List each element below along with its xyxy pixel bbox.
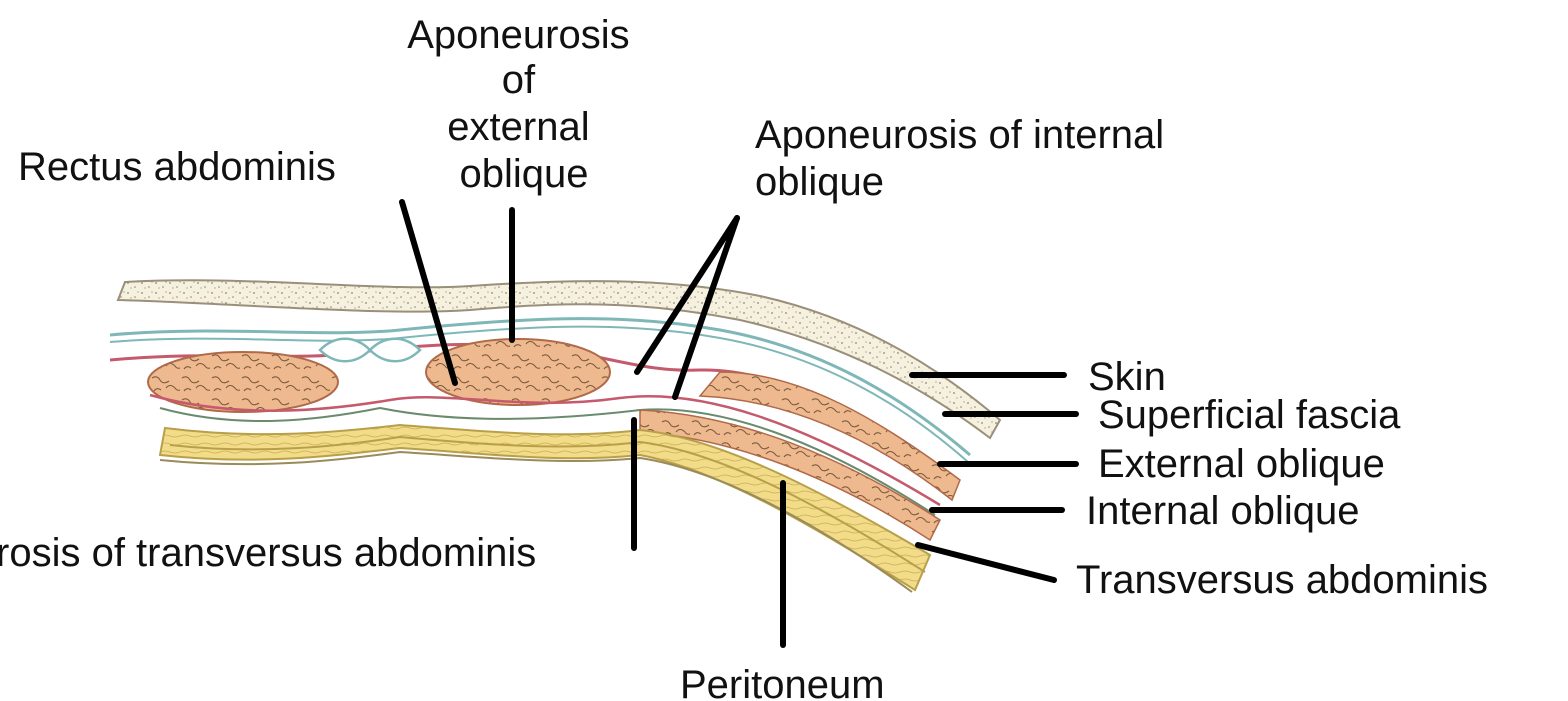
label-internal-oblique: Internal oblique [1086,489,1360,533]
linea-alba-loops [320,339,420,362]
label-aponeurosis-external-oblique: Aponeurosis of external oblique [407,13,641,196]
internal-oblique-muscle [640,410,940,540]
label-superficial-fascia: Superficial fascia [1098,393,1401,437]
leader-transversus-abdominis [918,545,1054,580]
label-aponeurosis-internal-oblique: Aponeurosis of internal oblique [755,113,1175,204]
rectus-abdominis-left [148,352,338,412]
label-peritoneum: Peritoneum [680,663,885,701]
label-rectus-abdominis: Rectus abdominis [18,145,336,189]
label-aponeurosis-transversus: rosis of transversus abdominis [0,531,536,575]
label-external-oblique: External oblique [1098,442,1385,486]
label-transversus-abdominis: Transversus abdominis [1076,558,1488,602]
